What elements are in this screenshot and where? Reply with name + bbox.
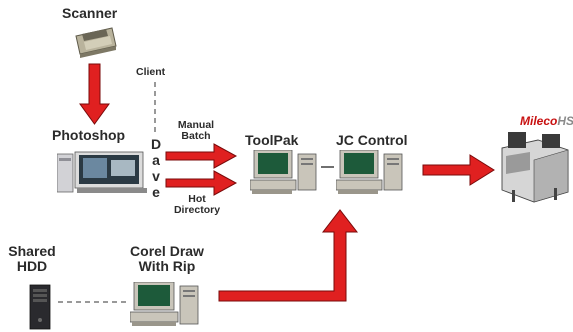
dave-letter: e [152,184,160,200]
scanner-label: Scanner [62,5,118,21]
arrow-scanner-to-photoshop [79,63,110,125]
logo-right-text: HSP [557,114,573,128]
hot-directory-line2: Directory [173,204,221,217]
desktop-computer-icon [130,282,199,326]
toolpak-label: ToolPak [245,132,299,148]
manual-batch-label: Manual Batch [170,119,222,143]
client-label: Client [136,66,166,78]
corel-draw-label: Corel Draw With Rip [114,244,220,273]
desktop-computer-icon [336,150,403,194]
arrow-corel-to-jc [218,209,359,302]
desktop-computer-icon [250,150,317,194]
arrow-jc-to-imagesetter [422,154,495,186]
mileco-hsp-logo: MilecoHSP [520,114,573,128]
shared-hdd-label: Shared HDD [6,244,58,273]
shared-hdd-line2: HDD [16,257,48,274]
imagesetter-icon [501,132,569,203]
jc-control-label: JC Control [336,132,408,148]
manual-batch-line2: Batch [181,130,211,143]
arrow-hot-directory [165,170,238,196]
corel-draw-line2: With Rip [138,257,196,274]
dave-letter: v [152,168,160,184]
logo-left-text: Mileco [520,114,558,128]
dave-letter: D [150,136,162,152]
tower-server-icon [29,284,51,330]
shared-hdd-line1: Shared [8,243,56,259]
corel-draw-line1: Corel Draw [130,243,204,259]
dave-letter: a [152,152,160,168]
workstation-icon [57,151,147,193]
photoshop-label: Photoshop [52,127,126,143]
hot-directory-line1: Hot [188,193,206,205]
manual-batch-line1: Manual [177,119,215,131]
scanner-icon [75,27,117,58]
hot-directory-label: Hot Directory [166,193,228,217]
arrow-manual-batch [165,143,238,169]
